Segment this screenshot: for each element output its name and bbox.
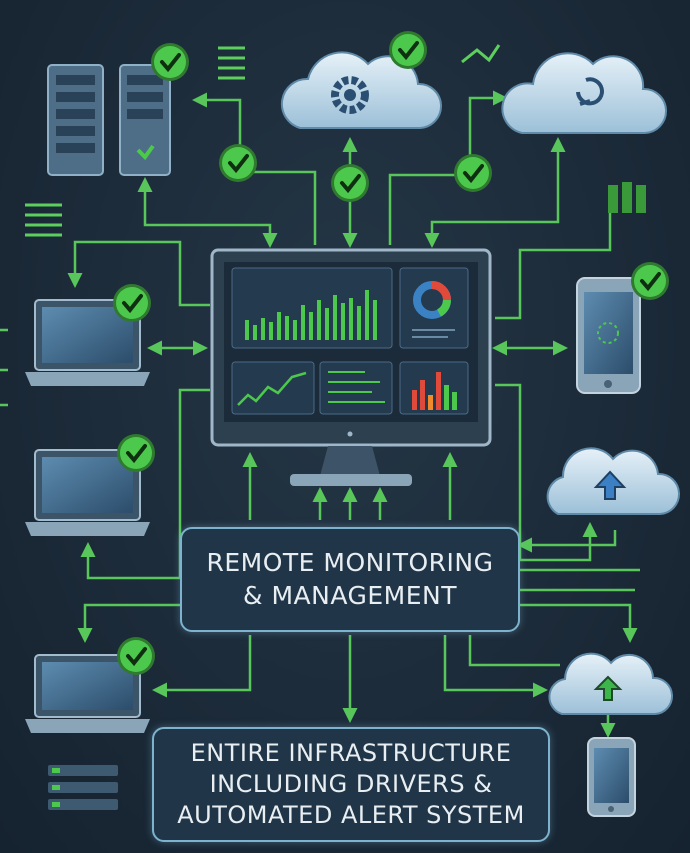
check-badge-icon	[629, 260, 671, 302]
cloud-gear-icon	[280, 51, 442, 129]
check-badge-icon	[452, 152, 494, 194]
server-icon	[119, 64, 171, 176]
check-badge-icon	[149, 41, 191, 83]
laptop-icon	[25, 449, 150, 536]
cloud-upload-icon	[548, 652, 674, 715]
title-line-2: & MANAGEMENT	[243, 580, 457, 610]
check-badge-icon	[217, 142, 259, 184]
check-badge-icon	[115, 635, 157, 677]
battery-icon	[608, 182, 646, 213]
bottom-line-2: INCLUDING DRIVERS &	[209, 769, 493, 798]
bottom-line-1: ENTIRE INFRASTRUCTURE	[190, 738, 512, 767]
server-rack-mini-icon	[48, 765, 118, 810]
check-badge-icon	[111, 282, 153, 324]
monitor-dashboard-icon	[210, 248, 492, 486]
title-box: REMOTE MONITORING & MANAGEMENT	[180, 527, 520, 632]
smartphone-icon	[587, 737, 636, 817]
connector-lines	[0, 90, 640, 738]
cloud-sync-icon	[501, 52, 667, 134]
branch-icon	[461, 44, 501, 64]
laptop-icon	[25, 654, 150, 733]
server-icon	[47, 64, 104, 176]
bottom-line-3: AUTOMATED ALERT SYSTEM	[177, 801, 525, 830]
smartphone-icon	[576, 277, 641, 394]
title-line-1: REMOTE MONITORING	[206, 548, 494, 577]
check-badge-icon	[329, 162, 371, 204]
bottom-box: ENTIRE INFRASTRUCTURE INCLUDING DRIVERS …	[152, 727, 550, 842]
check-badge-icon	[387, 29, 429, 71]
status-lines-icon	[25, 46, 245, 237]
cloud-upload-icon	[546, 447, 681, 515]
check-badge-icon	[115, 432, 157, 474]
laptop-icon	[25, 299, 150, 386]
